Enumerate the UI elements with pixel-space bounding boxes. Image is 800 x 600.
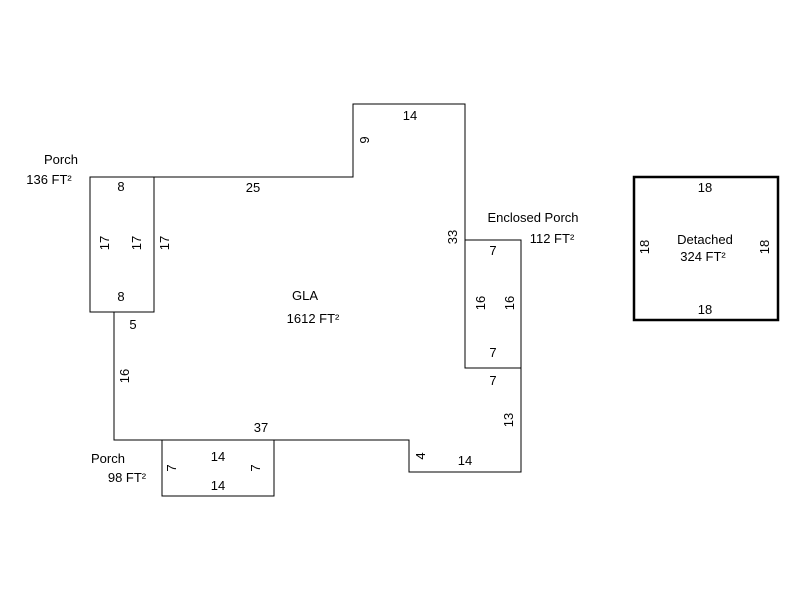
dim: 7: [164, 464, 179, 471]
dim: 4: [413, 452, 428, 459]
dim: 8: [117, 289, 124, 304]
detached-area: 324 FT²: [680, 249, 726, 264]
enclosed-porch-label: Enclosed Porch: [487, 210, 578, 225]
porch-left-label: Porch: [44, 152, 78, 167]
porch-bottom-outline: [161, 439, 275, 497]
dim: 17: [157, 236, 172, 250]
porch-left-outline: [89, 176, 155, 313]
dim: 18: [757, 240, 772, 254]
dim: 5: [129, 317, 136, 332]
enclosed-porch-area: 112 FT²: [530, 231, 575, 246]
dim: 37: [254, 420, 268, 435]
dim: 8: [117, 179, 124, 194]
gla-area: 1612 FT²: [287, 311, 340, 326]
enclosed-porch-outline: [464, 239, 522, 369]
gla-label: GLA: [292, 288, 318, 303]
porch-left-area: 136 FT²: [26, 172, 72, 187]
dim: 17: [97, 236, 112, 250]
dim: 7: [489, 243, 496, 258]
dim: 25: [246, 180, 260, 195]
dim: 14: [403, 108, 417, 123]
porch-bottom-area: 98 FT²: [108, 470, 147, 485]
dim: 16: [502, 296, 517, 310]
dim: 7: [248, 464, 263, 471]
dim: 13: [501, 413, 516, 427]
dim: 17: [129, 236, 144, 250]
dim: 7: [489, 345, 496, 360]
dim: 33: [445, 230, 460, 244]
dim: 16: [473, 296, 488, 310]
dim: 7: [489, 373, 496, 388]
dim: 18: [637, 240, 652, 254]
detached-label: Detached: [677, 232, 733, 247]
dim: 9: [357, 136, 372, 143]
dim: 14: [211, 478, 225, 493]
porch-bottom-label: Porch: [91, 451, 125, 466]
dim: 18: [698, 302, 712, 317]
gla-outline: [113, 103, 522, 473]
dim: 14: [211, 449, 225, 464]
dim: 16: [117, 369, 132, 383]
detached-outline: [632, 175, 780, 322]
dim: 14: [458, 453, 472, 468]
dim: 18: [698, 180, 712, 195]
